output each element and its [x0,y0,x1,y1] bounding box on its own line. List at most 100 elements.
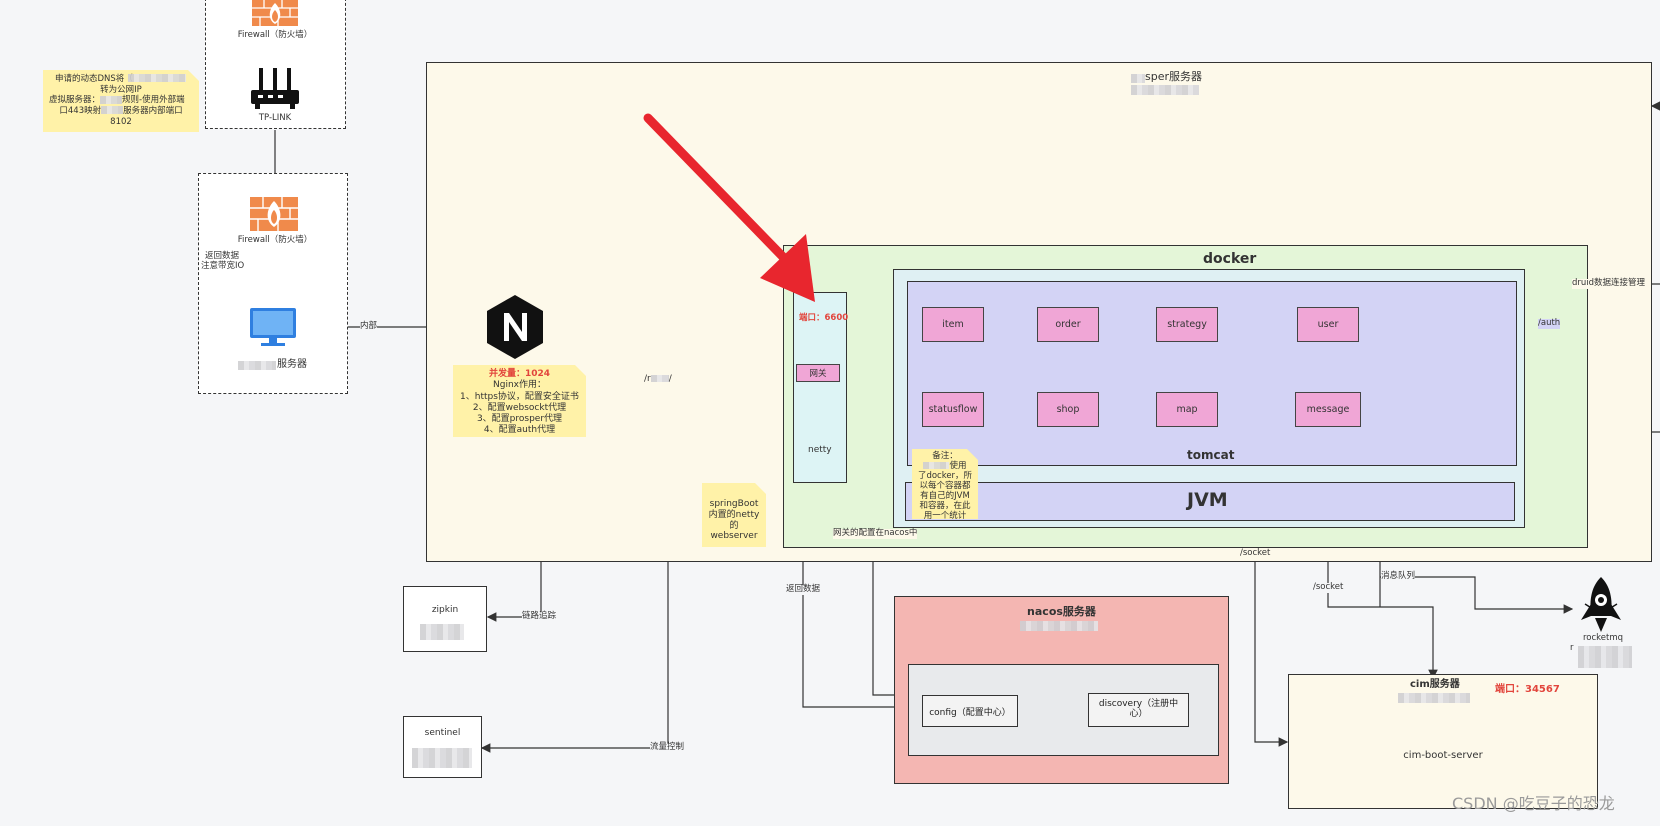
remark-line-6: 和容器，在此 [919,501,971,512]
service-strategy: strategy [1156,307,1218,342]
firewall-icon [250,197,298,231]
cim-title: cim服务器 [1410,679,1460,690]
remark-line-3: 了docker，所 [917,471,973,482]
nacos-title: nacos服务器 [1027,605,1096,618]
jvm-container [905,482,1515,521]
main-server-title-redaction [1131,74,1145,83]
remark-line-7: 用一个统计 [923,511,967,522]
remark-note: 备注： 使用 了docker，所 以每个容器都 有自己的JVM 和容器，在此 用… [912,449,978,519]
nginx-concurrency: 并发量：1024 [488,369,551,379]
router-label: TP-LINK [258,113,292,123]
config-label: config（配置中心） [929,707,1011,718]
service-user: user [1297,307,1359,342]
dns-note-line-3: 虚拟服务器：规则-使用外部端 [49,95,185,106]
return-label-1: 返回数据 [205,251,240,262]
rocketmq-prefix: r [1570,643,1574,653]
rocketmq-icon [1577,576,1625,634]
firewall-mid-label: Firewall（防火墙） [237,235,313,245]
nginx-note-line-2: 1、https协议，配置安全证书 [460,391,579,402]
nginx-note-line-1: Nginx作用： [493,380,546,391]
zipkin-box [403,586,487,652]
dns-note: 申请的动态DNS将（ 转为公网IP 虚拟服务器：规则-使用外部端 口443映射服… [43,70,199,132]
auth-label: /auth [1538,318,1561,329]
service-map-label: map [1176,404,1198,415]
nginx-icon [485,294,545,360]
nginx-note: 并发量：1024 Nginx作用： 1、https协议，配置安全证书 2、配置w… [453,365,586,437]
monitor-icon [249,307,297,347]
router-icon [250,68,300,110]
server-label: 服务器 [277,359,307,370]
remark-line-1: 备注： [932,451,958,461]
config-box: config（配置中心） [922,695,1018,727]
edge-sentinel [480,562,669,753]
service-shop: shop [1037,392,1099,427]
springboot-note-line-1: springBoot [709,499,759,509]
rocketmq-label: rocketmq [1582,633,1624,643]
service-statusflow-label: statusflow [928,404,978,415]
route-label: /r/ [644,374,672,385]
main-server-subtitle-redaction [1131,85,1199,95]
dns-note-line-2: 转为公网IP [100,84,142,95]
dns-note-line-5: 8102 [110,116,132,127]
sentinel-box [403,716,482,778]
gateway-box: 网关 [796,364,840,382]
service-map: map [1156,392,1218,427]
druid-label: druid数据连接管理 [1572,278,1646,289]
trace-label: 链路追踪 [522,611,557,622]
firewall-icon [252,0,298,26]
service-message-label: message [1306,404,1350,415]
mq-label: 消息队列 [1381,571,1416,582]
cim-port: 端口：34567 [1495,684,1560,695]
rocketmq-redaction [1578,646,1632,668]
service-order-label: order [1055,319,1081,330]
return-data-label: 返回数据 [786,584,821,595]
return-label-2: 注意带宽IO [201,261,245,272]
edge-mq-rocketmq [1380,576,1574,614]
service-order: order [1037,307,1099,342]
socket-label-1: /socket [1240,548,1271,559]
netty-container [793,292,847,483]
zipkin-label: zipkin [431,605,459,615]
remark-line-2: 使用 [915,461,975,471]
service-statusflow: statusflow [922,392,984,427]
netty-label: netty [808,445,832,455]
springboot-note: springBoot 内置的netty 的webserver [702,483,766,547]
zipkin-redaction [420,624,464,640]
flow-label: 流量控制 [650,742,685,753]
dns-note-line-4: 口443映射服务器内部端口 [59,105,183,116]
nginx-note-line-3: 2、配置websockt代理 [472,402,567,413]
discovery-box: discovery（注册中心） [1088,693,1189,727]
jvm-label: JVM [1187,489,1228,511]
remark-line-5: 有自己的JVM [920,491,970,502]
red-arrow [643,113,815,302]
gateway-nacos-label: 网关的配置在nacos中 [833,528,918,539]
service-item-label: item [942,319,964,330]
sentinel-redaction [412,748,472,768]
edge-zipkin [486,562,542,622]
main-server-title: sper服务器 [1145,70,1203,83]
service-message: message [1295,392,1361,427]
springboot-note-line-2: 内置的netty [708,509,760,520]
dns-note-line-1: 申请的动态DNS将（ [55,74,133,84]
gateway-label: 网关 [809,369,827,379]
sentinel-label: sentinel [424,728,461,738]
watermark: CSDN @吃豆子的恐龙 [1452,794,1615,813]
service-strategy-label: strategy [1167,319,1207,330]
springboot-note-line-3: 的webserver [710,520,758,542]
service-user-label: user [1317,319,1339,330]
discovery-label: discovery（注册中心） [1098,699,1179,719]
netty-port: 端口：6600 [799,313,849,323]
cim-subtitle-redaction [1398,693,1470,703]
nginx-note-line-5: 4、配置auth代理 [483,425,556,436]
internal-label: 内部 [360,321,378,332]
server-name-redaction [238,361,276,370]
dns-redaction [128,74,186,82]
service-item: item [922,307,984,342]
tomcat-label: tomcat [1187,448,1235,462]
nginx-note-line-4: 3、配置prosper代理 [476,414,563,424]
socket-label-2: /socket [1313,582,1344,593]
remark-line-4: 以每个容器都 [919,481,971,492]
service-shop-label: shop [1056,404,1080,415]
docker-title: docker [1203,251,1257,267]
firewall-top-label: Firewall（防火墙） [237,30,313,40]
